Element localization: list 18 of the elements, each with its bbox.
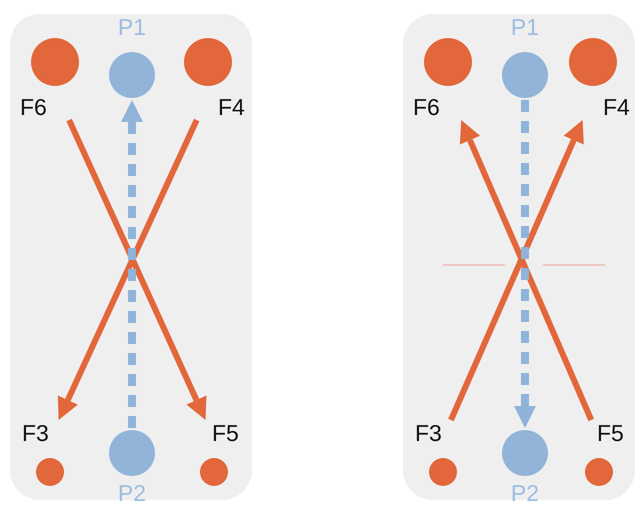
point-label: P1 — [510, 16, 540, 39]
point-label: F6 — [413, 96, 440, 119]
point-label: P1 — [116, 16, 148, 39]
point-label: F4 — [218, 96, 245, 119]
point-label: F5 — [597, 422, 624, 445]
point-label: F4 — [603, 96, 630, 119]
point-label: F3 — [415, 422, 442, 445]
point-label: F5 — [212, 422, 239, 445]
point-label: P2 — [510, 482, 540, 505]
panel-background — [403, 14, 635, 500]
point-label: F6 — [20, 96, 47, 119]
arrow — [448, 120, 584, 422]
arrow — [460, 120, 594, 422]
point-label: P2 — [116, 482, 148, 505]
arrow — [121, 100, 143, 428]
arrow — [514, 100, 536, 428]
panel-background — [10, 14, 252, 500]
point-label: F3 — [22, 422, 49, 445]
